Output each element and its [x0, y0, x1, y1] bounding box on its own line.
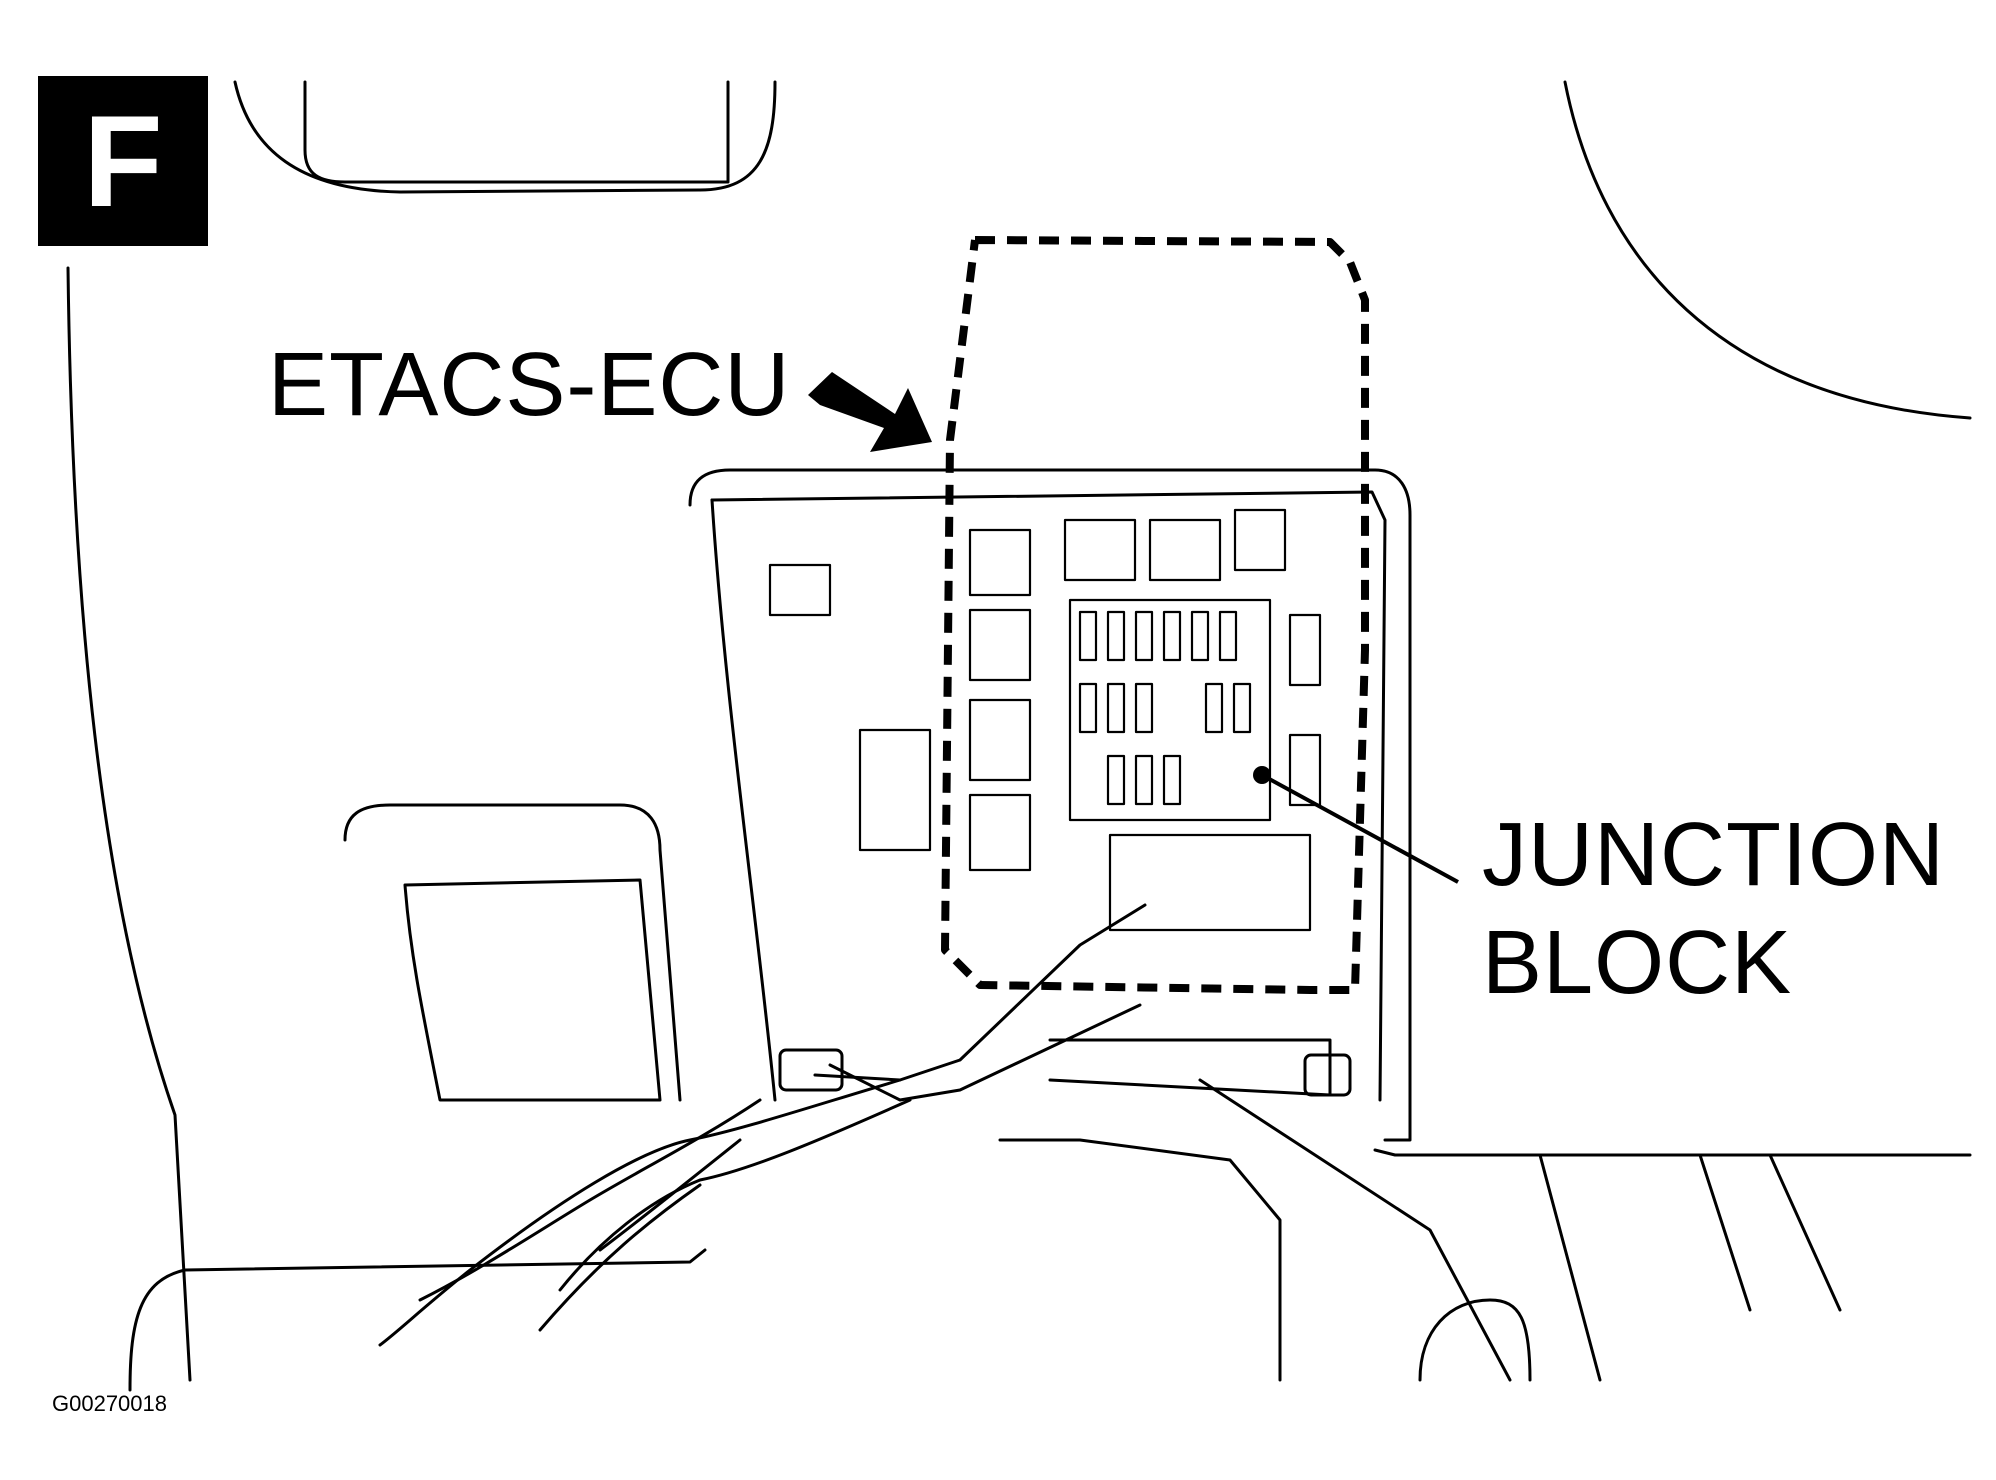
- glovebox-lid: [403, 878, 662, 1102]
- junction-block-bottom-rail: [1048, 1038, 1332, 1097]
- etacs-ecu-dashed-outline: [941, 236, 1369, 994]
- junction-block-leader-dot: [1253, 766, 1271, 784]
- junction-block-left-wall: [710, 498, 777, 1102]
- knee-panel: [343, 803, 682, 1102]
- figure-id: G00270018: [52, 1391, 167, 1416]
- vent-outline: [233, 80, 777, 194]
- lower-dash-bottom: [998, 1138, 1282, 1382]
- lower-dash-edge: [128, 1248, 707, 1392]
- console-line-b: [1698, 1153, 1752, 1312]
- wire-harness: [378, 903, 1352, 1347]
- vent-inner: [303, 80, 730, 184]
- etacs-ecu-label: ETACS-ECU: [268, 335, 791, 435]
- console-line-d: [1198, 1078, 1512, 1382]
- center-console-edge: [1373, 1148, 1972, 1157]
- fuse-array: [768, 508, 1322, 872]
- console-line-a: [1538, 1153, 1602, 1382]
- junction-block-leader: [1261, 773, 1459, 884]
- junction-block-label-line1: JUNCTION: [1482, 805, 1945, 905]
- floor-curve: [1418, 1298, 1532, 1382]
- junction-block-housing-inner: [710, 490, 1387, 1102]
- dash-panel-left-edge: [66, 266, 192, 1382]
- figure-letter-badge: F: [38, 76, 208, 246]
- harness-connector: [1108, 833, 1312, 932]
- junction-block-label-line2: BLOCK: [1482, 913, 1793, 1013]
- dash-upper-right-curve: [1563, 80, 1972, 420]
- junction-block-housing: [688, 468, 1412, 1142]
- console-line-c: [1768, 1153, 1842, 1312]
- etacs-ecu-arrow: [808, 372, 932, 452]
